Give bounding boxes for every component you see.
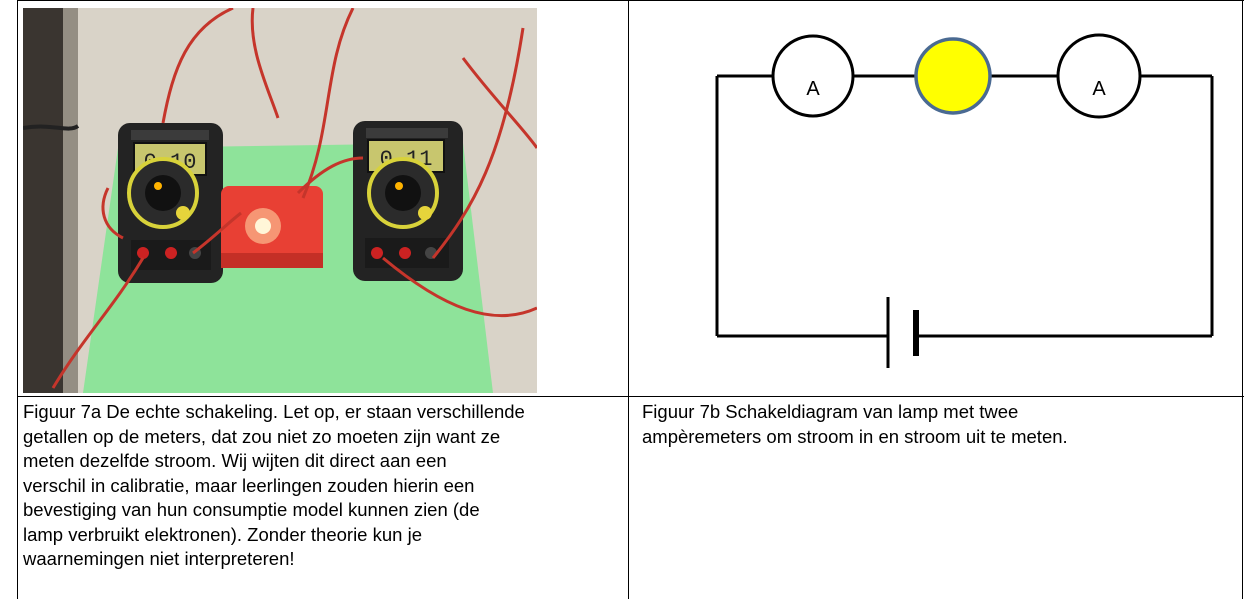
caption-figure-7b: Figuur 7b Schakeldiagram van lamp met tw… xyxy=(642,401,1068,447)
circuit-photo: 0.10 0.11 xyxy=(23,8,537,393)
table-border-right xyxy=(1242,0,1243,599)
meter-left: 0.10 xyxy=(118,123,223,283)
meter-right: 0.11 xyxy=(353,121,463,281)
caption-figure-7a: Figuur 7a De echte schakeling. Let op, e… xyxy=(23,401,525,569)
ammeter-left-label: A xyxy=(806,78,820,100)
ammeter-left: A xyxy=(771,34,855,118)
table-border-top xyxy=(17,0,1244,1)
battery-symbol xyxy=(886,297,919,368)
table-column-divider xyxy=(628,0,629,599)
lamp-symbol xyxy=(914,37,992,115)
table-row-divider xyxy=(17,396,1244,397)
table-border-left xyxy=(17,0,18,599)
lamp-box xyxy=(221,186,323,268)
ammeter-right: A xyxy=(1056,33,1142,119)
ammeter-right-label: A xyxy=(1092,78,1106,100)
wires xyxy=(51,8,537,389)
circuit-diagram: A A xyxy=(640,10,1240,380)
